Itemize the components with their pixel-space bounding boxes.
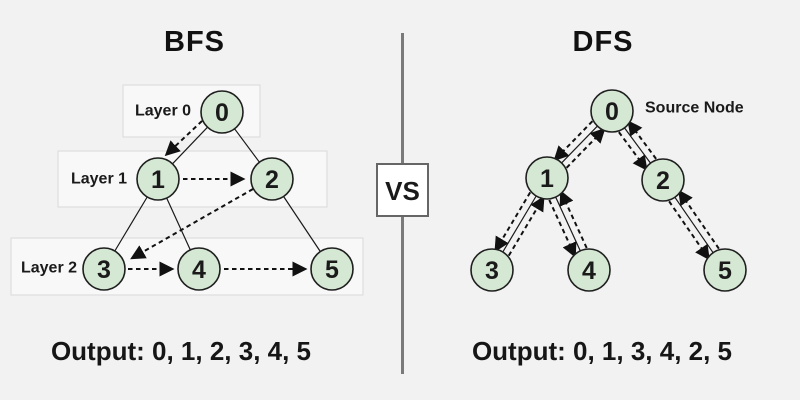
bfs-node-4-label: 4 [192,256,206,284]
bfs-node-2-label: 2 [265,166,279,194]
dfs-source-node-annotation: Source Node [645,100,744,117]
bfs-node-0-label: 0 [215,99,229,127]
dfs-node-5-label: 5 [718,257,732,285]
dfs-visit-arrow-2-5 [668,200,710,261]
bfs-node-1-label: 1 [151,166,165,194]
dfs-visit-arrow-0-2 [618,131,648,171]
dfs-visit-arrow-0-1 [553,120,594,162]
bfs-output-text: Output: 0, 1, 2, 3, 4, 5 [50,336,312,366]
dfs-edge-2-5 [674,196,714,254]
dfs-title: DFS [572,26,634,58]
dfs-diagram: 0 1 2 3 4 5 Source Node [470,89,747,292]
dfs-visit-arrow-1-3 [494,191,532,253]
bfs-node-3-label: 3 [97,256,111,284]
dfs-node-2-label: 2 [656,167,670,195]
bfs-edge-0-1 [172,126,208,165]
vs-badge [376,163,429,217]
bfs-edge-2-5 [283,196,321,252]
bfs-node-5 [310,247,354,291]
divider: VS [376,33,429,374]
bfs-layer0-label: Layer 0 [135,103,191,120]
dfs-node-0 [590,89,634,133]
dfs-backtrack-arrow-3-1 [507,195,545,257]
dfs-node-3-label: 3 [485,257,499,285]
bfs-node-2 [250,157,294,201]
bfs-layer1-label: Layer 1 [71,171,127,188]
bfs-edge-0-2 [234,128,260,163]
dfs-backtrack-arrow-1-0 [565,127,606,169]
dfs-node-3 [470,248,514,292]
dfs-node-4 [567,248,611,292]
dfs-edge-1-3 [502,195,537,253]
bfs-node-4 [177,247,221,291]
vs-label: VS [385,176,420,206]
dfs-node-0-label: 0 [605,98,619,126]
bfs-layer2-label: Layer 2 [21,260,77,277]
dfs-edge-0-1 [561,125,598,164]
dfs-output-text: Output: 0, 1, 3, 4, 2, 5 [471,336,733,366]
dfs-backtrack-arrow-4-1 [559,190,588,249]
dfs-node-5 [703,248,747,292]
bfs-edge-1-3 [114,196,148,252]
bfs-edge-1-4 [166,197,191,251]
bfs-title: BFS [164,26,225,58]
dfs-node-1-label: 1 [540,165,554,193]
bfs-node-3 [82,247,126,291]
bfs-diagram: Layer 0 Layer 1 Layer 2 0 1 2 [10,84,364,296]
dfs-backtrack-arrow-5-2 [678,189,720,250]
dfs-node-2 [641,158,685,202]
bfs-node-0 [200,90,244,134]
dfs-node-1 [525,156,569,200]
bfs-node-5-label: 5 [325,256,339,284]
dfs-visit-arrow-1-4 [548,199,577,258]
dfs-backtrack-arrow-2-0 [627,120,657,160]
bfs-visit-arrow-2-3 [130,188,254,260]
bfs-node-1 [136,157,180,201]
dfs-node-4-label: 4 [582,257,596,285]
